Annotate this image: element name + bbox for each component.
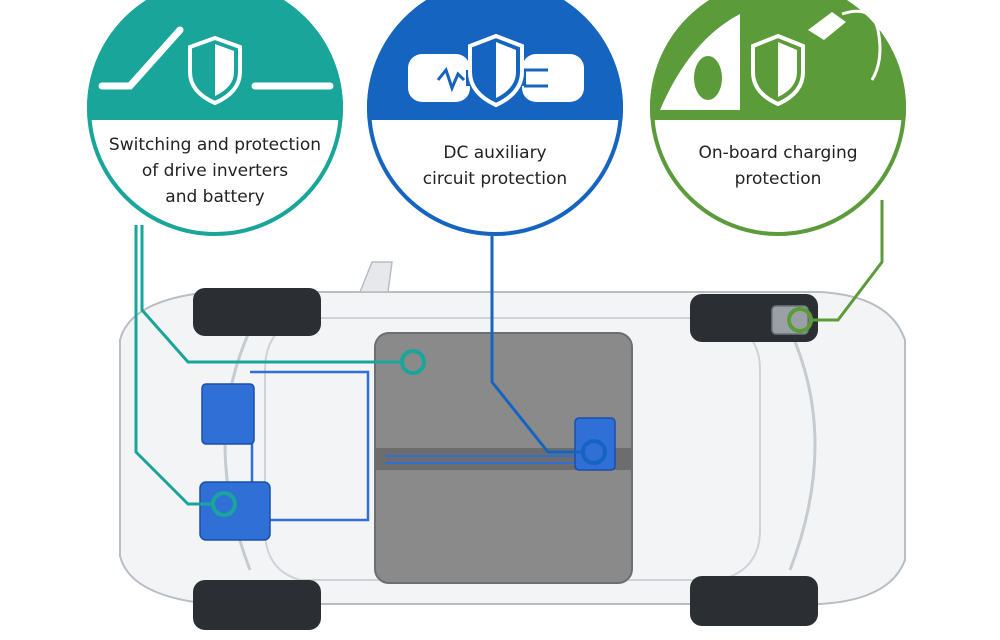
- side-mirror: [358, 261, 393, 293]
- blue-connector: [490, 234, 582, 454]
- callout-drive-line-2: of drive inverters: [141, 161, 289, 181]
- callout-charging-line-1: On-board charging: [698, 143, 858, 163]
- teal-connector-2: [134, 225, 212, 506]
- callout-charging-label: On-board charging protection: [668, 140, 888, 192]
- drive-unit-module: [199, 481, 271, 541]
- connector-lines: [134, 200, 884, 517]
- callout-drive-line-1: Switching and protection: [108, 135, 322, 155]
- shield-fuse-icon: [408, 33, 584, 108]
- teal-connector-1: [140, 225, 402, 364]
- green-endpoint: [787, 307, 813, 333]
- inverter-module: [201, 383, 255, 445]
- green-connector: [812, 200, 884, 322]
- car-top-view: [119, 261, 906, 630]
- callout-drive-label: Switching and protection of drive invert…: [105, 132, 325, 210]
- wheel-rear-right: [690, 576, 818, 626]
- callout-dc-line-1: DC auxiliary: [443, 143, 547, 163]
- callout-dc: [367, 0, 623, 236]
- blue-endpoint: [581, 439, 607, 465]
- callout-dc-line-2: circuit protection: [422, 169, 568, 189]
- shield-plug-icon: [660, 9, 882, 110]
- callout-charging-line-2: protection: [734, 169, 822, 189]
- shield-switch-icon: [98, 26, 334, 106]
- callout-charging: [650, 0, 906, 236]
- callout-drive: [87, 0, 343, 236]
- teal-endpoint-drive: [211, 491, 237, 517]
- wheel-front-right: [193, 580, 321, 630]
- teal-endpoint-battery: [400, 349, 426, 375]
- wheel-front-left: [193, 288, 321, 336]
- callout-drive-line-3: and battery: [165, 187, 265, 207]
- rear-window: [788, 329, 817, 571]
- callout-dc-label: DC auxiliary circuit protection: [385, 140, 605, 192]
